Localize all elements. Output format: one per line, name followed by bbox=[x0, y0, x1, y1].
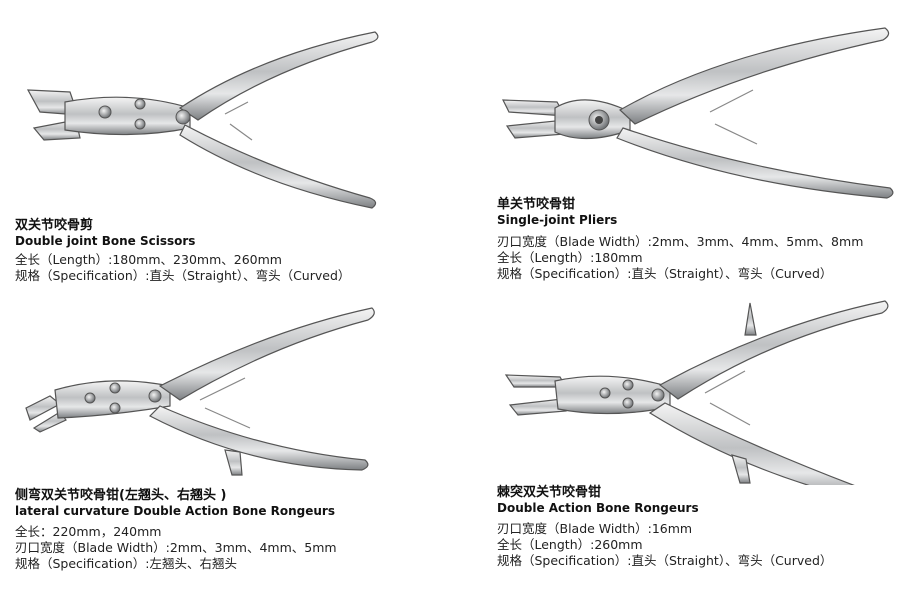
product-title-cn: 侧弯双关节咬骨钳(左翘头、右翘头 ) bbox=[15, 488, 227, 503]
product-title-cn: 单关节咬骨钳 bbox=[497, 197, 576, 212]
spec-line: 规格（Specification）:直头（Straight）、弯头（Curved… bbox=[15, 268, 351, 283]
product-title-en: lateral curvature Double Action Bone Ron… bbox=[15, 504, 335, 518]
spec-line: 规格（Specification）:左翘头、右翘头 bbox=[15, 556, 237, 571]
spiked-double-action-rongeur-icon bbox=[504, 300, 889, 485]
spec-line: 刃口宽度（Blade Width）:2mm、3mm、4mm、5mm bbox=[15, 540, 337, 555]
product-title-cn: 棘突双关节咬骨钳 bbox=[497, 485, 602, 500]
spec-line: 全长：220mm，240mm bbox=[15, 524, 162, 539]
single-joint-pliers-icon bbox=[502, 27, 894, 199]
spec-line: 规格（Specification）:直头（Straight）、弯头（Curved… bbox=[497, 553, 833, 568]
spec-line: 全长（Length）:260mm bbox=[497, 537, 643, 552]
product-title-en: Single-joint Pliers bbox=[497, 213, 618, 227]
spec-line: 刃口宽度（Blade Width）:2mm、3mm、4mm、5mm、8mm bbox=[497, 234, 864, 249]
double-joint-bone-scissors-icon bbox=[26, 31, 379, 209]
spec-line: 规格（Specification）:直头（Straight）、弯头（Curved… bbox=[497, 266, 833, 281]
product-title-en: Double Action Bone Rongeurs bbox=[497, 501, 699, 515]
product-title-en: Double joint Bone Scissors bbox=[15, 234, 196, 248]
spec-line: 全长（Length）:180mm bbox=[497, 250, 643, 265]
spec-line: 刃口宽度（Blade Width）:16mm bbox=[497, 521, 693, 536]
product-title-cn: 双关节咬骨剪 bbox=[15, 218, 94, 233]
lateral-curvature-rongeur-icon bbox=[25, 307, 375, 476]
spec-line: 全长（Length）:180mm、230mm、260mm bbox=[15, 252, 282, 267]
